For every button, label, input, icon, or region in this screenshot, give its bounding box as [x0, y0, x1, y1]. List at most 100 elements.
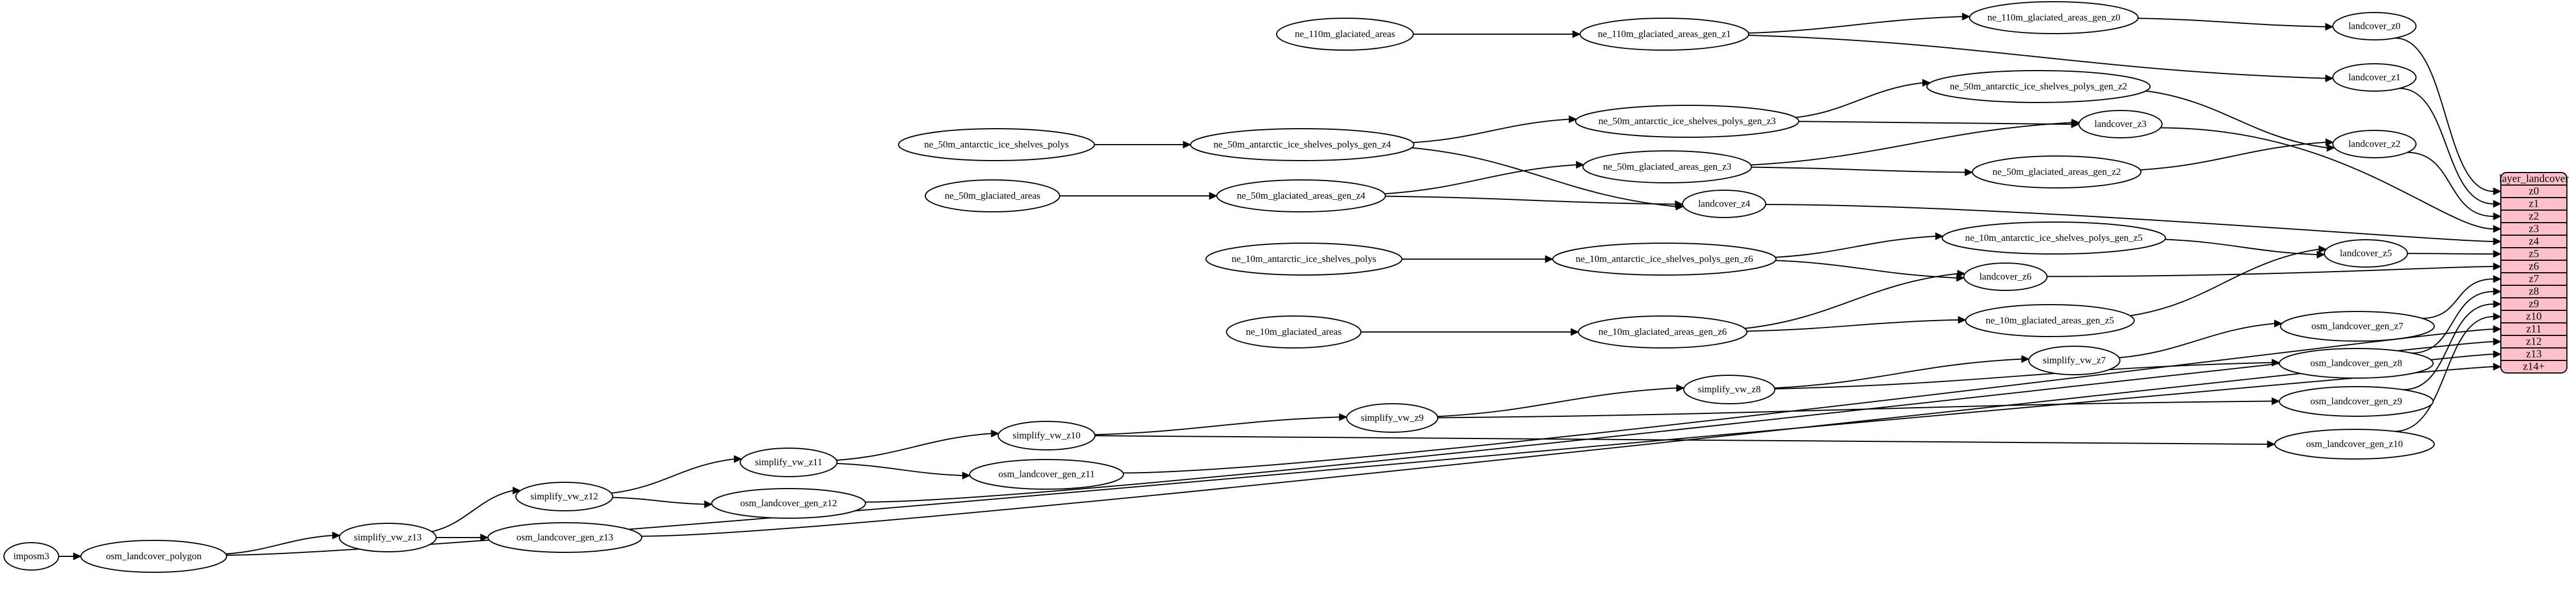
node-osm_landcover_gen_z10[interactable]: osm_landcover_gen_z10 [2274, 429, 2435, 460]
node-osm_landcover_gen_z13[interactable]: osm_landcover_gen_z13 [487, 522, 642, 553]
record-row-z2[interactable]: z2 [2529, 210, 2539, 222]
node-osm_landcover_polygon[interactable]: osm_landcover_polygon [80, 540, 227, 573]
node-ne_110m_glaciated_areas_gen_z0[interactable]: ne_110m_glaciated_areas_gen_z0 [1969, 1, 2139, 34]
record-row-z0[interactable]: z0 [2529, 185, 2539, 197]
edge-arrowhead [1576, 161, 1585, 169]
node-ne_10m_antarctic_ice_shelves_polys[interactable]: ne_10m_antarctic_ice_shelves_polys [1205, 243, 1402, 276]
record-node-layer-landcover[interactable]: layer_landcoverz0z1z2z3z4z5z6z7z8z9z10z1… [2499, 172, 2569, 374]
node-simplify_vw_z11[interactable]: simplify_vw_z11 [740, 448, 838, 477]
node-label: osm_landcover_gen_z10 [2306, 438, 2403, 449]
edge-arrowhead [2274, 319, 2283, 327]
edge-ne_10m_glaciated_areas_gen_z5-to-landcover_z5 [2130, 248, 2319, 317]
node-label: landcover_z0 [2348, 20, 2401, 31]
node-simplify_vw_z9[interactable]: simplify_vw_z9 [1346, 403, 1438, 433]
edge-arrowhead [1957, 269, 1966, 278]
node-label: simplify_vw_z10 [1013, 430, 1081, 441]
edge-osm_landcover_gen_z9-to-record_z9 [2403, 304, 2494, 391]
edge-arrowhead [512, 486, 522, 495]
record-row-z11[interactable]: z11 [2526, 323, 2542, 335]
edge-simplify_vw_z8-to-simplify_vw_z7 [1774, 358, 2022, 389]
node-label: landcover_z5 [2340, 248, 2392, 259]
node-ne_50m_glaciated_areas_gen_z3[interactable]: ne_50m_glaciated_areas_gen_z3 [1582, 150, 1752, 183]
edge-ne_50m_glaciated_areas_gen_z3-to-landcover_z3 [1750, 122, 2072, 166]
node-ne_50m_antarctic_ice_shelves_polys[interactable]: ne_50m_antarctic_ice_shelves_polys [898, 128, 1095, 161]
edge-ne_10m_antarctic_ice_shelves_polys_gen_z6-to-ne_10m_antarctic_ice_shelves_polys_gen_z5 [1775, 235, 1936, 258]
node-ne_110m_glaciated_areas[interactable]: ne_110m_glaciated_areas [1276, 18, 1414, 51]
node-osm_landcover_gen_z8[interactable]: osm_landcover_gen_z8 [2279, 348, 2434, 379]
node-osm_landcover_gen_z9[interactable]: osm_landcover_gen_z9 [2279, 386, 2434, 417]
edge-simplify_vw_z8-to-osm_landcover_gen_z8 [1774, 362, 2273, 389]
node-ne_50m_antarctic_ice_shelves_polys_gen_z3[interactable]: ne_50m_antarctic_ice_shelves_polys_gen_z… [1575, 105, 1799, 138]
edge-landcover_z6-to-record_z6 [2046, 266, 2494, 277]
edge-arrowhead [2493, 288, 2502, 296]
node-landcover_z5[interactable]: landcover_z5 [2324, 239, 2408, 268]
edge-arrowhead [2327, 143, 2335, 152]
edge-landcover_z3-to-record_z3 [2160, 127, 2494, 229]
record-row-z9[interactable]: z9 [2529, 298, 2539, 310]
record-row-z1[interactable]: z1 [2529, 198, 2539, 210]
node-simplify_vw_z8[interactable]: simplify_vw_z8 [1683, 375, 1775, 404]
node-label: ne_110m_glaciated_areas_gen_z0 [1987, 12, 2120, 23]
node-label: ne_50m_glaciated_areas_gen_z3 [1603, 161, 1732, 172]
node-ne_110m_glaciated_areas_gen_z1[interactable]: ne_110m_glaciated_areas_gen_z1 [1580, 18, 1749, 51]
node-osm_landcover_gen_z7[interactable]: osm_landcover_gen_z7 [2280, 311, 2435, 342]
node-ne_50m_glaciated_areas_gen_z4[interactable]: ne_50m_glaciated_areas_gen_z4 [1216, 179, 1386, 212]
edge-landcover_z0-to-record_z0 [2395, 37, 2494, 192]
record-row-z7[interactable]: z7 [2529, 273, 2539, 285]
record-row-z3[interactable]: z3 [2529, 223, 2539, 235]
record-row-z6[interactable]: z6 [2529, 260, 2539, 272]
node-landcover_z6[interactable]: landcover_z6 [1963, 263, 2048, 291]
node-simplify_vw_z10[interactable]: simplify_vw_z10 [998, 421, 1096, 450]
edge-arrowhead [1572, 30, 1581, 38]
edge-simplify_vw_z11-to-osm_landcover_gen_z11 [836, 463, 963, 477]
node-label: ne_50m_glaciated_areas [945, 190, 1040, 201]
edge-arrowhead [1922, 79, 1931, 87]
node-simplify_vw_z12[interactable]: simplify_vw_z12 [515, 482, 613, 511]
node-ne_10m_glaciated_areas_gen_z5[interactable]: ne_10m_glaciated_areas_gen_z5 [1965, 304, 2135, 337]
edge-ne_110m_glaciated_areas_gen_z1-to-landcover_z1 [1748, 34, 2326, 79]
node-landcover_z2[interactable]: landcover_z2 [2332, 130, 2417, 158]
edge-arrowhead [1676, 384, 1685, 392]
node-ne_50m_glaciated_areas[interactable]: ne_50m_glaciated_areas [925, 179, 1060, 212]
node-osm_landcover_gen_z12[interactable]: osm_landcover_gen_z12 [711, 488, 866, 519]
node-landcover_z1[interactable]: landcover_z1 [2332, 63, 2417, 92]
edge-arrowhead [991, 429, 1000, 438]
node-imposm3[interactable]: imposm3 [3, 542, 59, 571]
node-label: osm_landcover_gen_z7 [2311, 321, 2403, 331]
record-row-z13[interactable]: z13 [2526, 348, 2541, 360]
edge-arrowhead [2325, 74, 2334, 83]
record-node-layer: layer_landcoverz0z1z2z3z4z5z6z7z8z9z10z1… [2499, 172, 2569, 374]
node-ne_50m_antarctic_ice_shelves_polys_gen_z4[interactable]: ne_50m_antarctic_ice_shelves_polys_gen_z… [1190, 128, 1414, 161]
record-row-z14+[interactable]: z14+ [2523, 360, 2545, 372]
node-landcover_z3[interactable]: landcover_z3 [2078, 110, 2163, 138]
record-row-z5[interactable]: z5 [2529, 248, 2539, 260]
node-ne_10m_glaciated_areas_gen_z6[interactable]: ne_10m_glaciated_areas_gen_z6 [1578, 315, 1748, 348]
edge-osm_landcover_polygon-to-record_z14 [226, 366, 2494, 556]
edge-arrowhead [704, 500, 713, 509]
edge-ne_50m_antarctic_ice_shelves_polys_gen_z2-to-landcover_z2 [2146, 90, 2327, 149]
node-label: simplify_vw_z11 [755, 457, 822, 468]
node-landcover_z4[interactable]: landcover_z4 [1682, 190, 1766, 218]
node-simplify_vw_z7[interactable]: simplify_vw_z7 [2028, 346, 2120, 375]
node-label: ne_10m_glaciated_areas [1246, 326, 1342, 337]
record-row-z12[interactable]: z12 [2526, 335, 2541, 347]
node-label: ne_50m_antarctic_ice_shelves_polys_gen_z… [1598, 116, 1776, 126]
edge-simplify_vw_z9-to-simplify_vw_z8 [1437, 387, 1677, 417]
node-label: ne_50m_glaciated_areas_gen_z4 [1237, 190, 1365, 201]
node-ne_50m_glaciated_areas_gen_z2[interactable]: ne_50m_glaciated_areas_gen_z2 [1972, 155, 2142, 188]
node-ne_10m_antarctic_ice_shelves_polys_gen_z6[interactable]: ne_10m_antarctic_ice_shelves_polys_gen_z… [1552, 243, 1777, 276]
record-row-z4[interactable]: z4 [2529, 235, 2539, 247]
node-landcover_z0[interactable]: landcover_z0 [2332, 12, 2417, 40]
node-simplify_vw_z13[interactable]: simplify_vw_z13 [339, 523, 437, 552]
node-label: osm_landcover_gen_z9 [2310, 396, 2402, 407]
node-osm_landcover_gen_z11[interactable]: osm_landcover_gen_z11 [969, 459, 1124, 490]
node-label: osm_landcover_gen_z11 [998, 469, 1094, 479]
node-ne_10m_antarctic_ice_shelves_polys_gen_z5[interactable]: ne_10m_antarctic_ice_shelves_polys_gen_z… [1942, 222, 2166, 255]
node-ne_50m_antarctic_ice_shelves_polys_gen_z2[interactable]: ne_50m_antarctic_ice_shelves_polys_gen_z… [1926, 70, 2151, 103]
node-label: ne_10m_antarctic_ice_shelves_polys_gen_z… [1576, 253, 1753, 264]
node-label: landcover_z4 [1698, 198, 1750, 209]
edge-arrowhead [2325, 138, 2334, 146]
node-ne_10m_glaciated_areas[interactable]: ne_10m_glaciated_areas [1226, 315, 1361, 348]
record-row-z8[interactable]: z8 [2529, 285, 2539, 297]
record-row-z10[interactable]: z10 [2526, 310, 2541, 322]
